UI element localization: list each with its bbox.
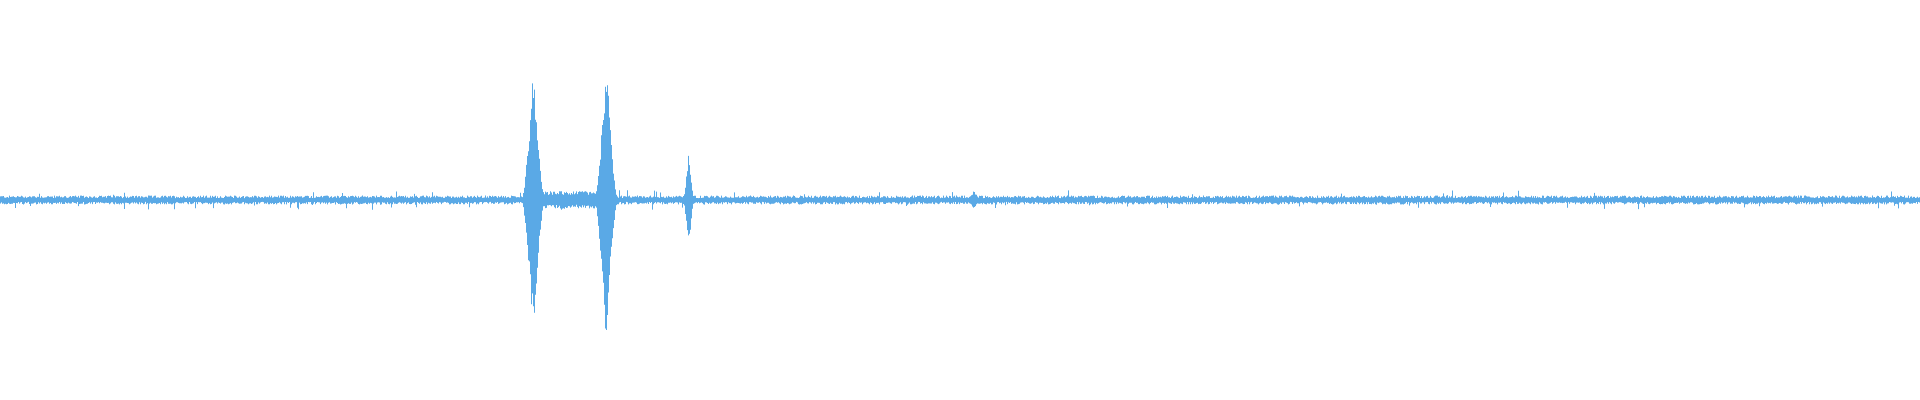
waveform-trace — [0, 83, 1920, 330]
